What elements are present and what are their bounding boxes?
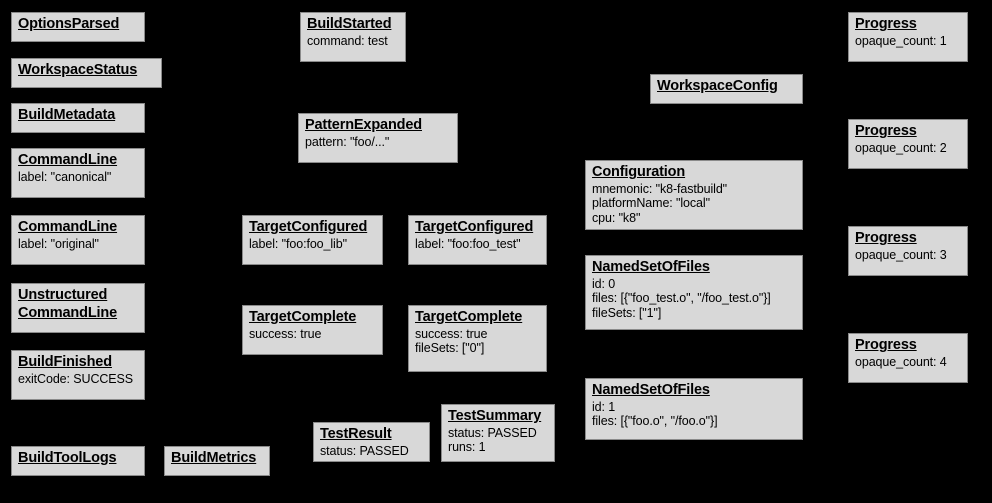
event-node-title: CommandLine [18, 219, 118, 235]
event-node-title: NamedSetOfFiles [592, 382, 710, 398]
event-node-field: label: "foo:foo_lib" [249, 236, 347, 251]
event-node-title: Progress [855, 230, 917, 246]
event-node-field: fileSets: ["1"] [592, 305, 662, 320]
event-node-title: WorkspaceStatus [18, 62, 138, 78]
event-node-title: TestSummary [448, 408, 542, 424]
event-node-build-metrics[interactable]: BuildMetrics [164, 446, 270, 476]
event-node-field: opaque_count: 2 [855, 140, 947, 155]
event-node-field: success: true [249, 326, 322, 341]
event-node-field: mnemonic: "k8-fastbuild" [592, 181, 728, 196]
event-node-field: fileSets: ["0"] [415, 341, 485, 356]
event-node-field: status: PASSED [320, 443, 409, 458]
event-node-title: BuildStarted [307, 16, 392, 32]
event-node-field: files: [{"foo.o", "/foo.o"}] [592, 414, 718, 429]
event-node-field: id: 1 [592, 399, 616, 414]
event-node-title: Progress [855, 16, 917, 32]
event-node-field: runs: 1 [448, 440, 486, 455]
event-node-options-parsed[interactable]: OptionsParsed [11, 12, 145, 42]
event-node-field: files: [{"foo_test.o", "/foo_test.o"}] [592, 291, 771, 306]
event-node-field: opaque_count: 1 [855, 33, 947, 48]
event-node-title: BuildMetrics [171, 450, 257, 466]
event-node-field: cpu: "k8" [592, 210, 641, 225]
event-node-title: BuildFinished [18, 354, 112, 370]
event-node-unstructured-command-line[interactable]: Unstructured CommandLine [11, 283, 145, 333]
event-node-title: TargetConfigured [249, 219, 368, 235]
event-node-build-tool-logs[interactable]: BuildToolLogs [11, 446, 145, 476]
event-node-title: PatternExpanded [305, 117, 422, 133]
event-node-field: exitCode: SUCCESS [18, 371, 134, 386]
event-node-field: opaque_count: 4 [855, 354, 947, 369]
event-node-workspace-status[interactable]: WorkspaceStatus [11, 58, 162, 88]
event-node-field: id: 0 [592, 276, 616, 291]
event-node-field: label: "foo:foo_test" [415, 236, 521, 251]
event-node-title: TestResult [320, 426, 392, 442]
event-node-title: OptionsParsed [18, 16, 120, 32]
event-node-title: WorkspaceConfig [657, 78, 778, 94]
event-node-title: BuildMetadata [18, 107, 116, 123]
event-node-field: pattern: "foo/..." [305, 134, 390, 149]
event-node-field: command: test [307, 33, 388, 48]
event-node-title: TargetComplete [249, 309, 357, 325]
event-node-title: TargetComplete [415, 309, 523, 325]
event-node-title: Unstructured CommandLine [18, 287, 118, 321]
event-node-workspace-config[interactable]: WorkspaceConfig [650, 74, 803, 104]
event-node-title: Progress [855, 337, 917, 353]
event-node-build-metadata[interactable]: BuildMetadata [11, 103, 145, 133]
event-node-field: platformName: "local" [592, 196, 710, 211]
event-node-field: success: true [415, 326, 488, 341]
event-node-title: TargetConfigured [415, 219, 534, 235]
event-node-title: Progress [855, 123, 917, 139]
event-node-field: status: PASSED [448, 425, 537, 440]
event-node-field: label: "canonical" [18, 169, 112, 184]
event-node-field: label: "original" [18, 236, 99, 251]
event-node-field: opaque_count: 3 [855, 247, 947, 262]
event-node-title: BuildToolLogs [18, 450, 117, 466]
event-node-title: Configuration [592, 164, 686, 180]
event-node-title: NamedSetOfFiles [592, 259, 710, 275]
event-node-title: CommandLine [18, 152, 118, 168]
